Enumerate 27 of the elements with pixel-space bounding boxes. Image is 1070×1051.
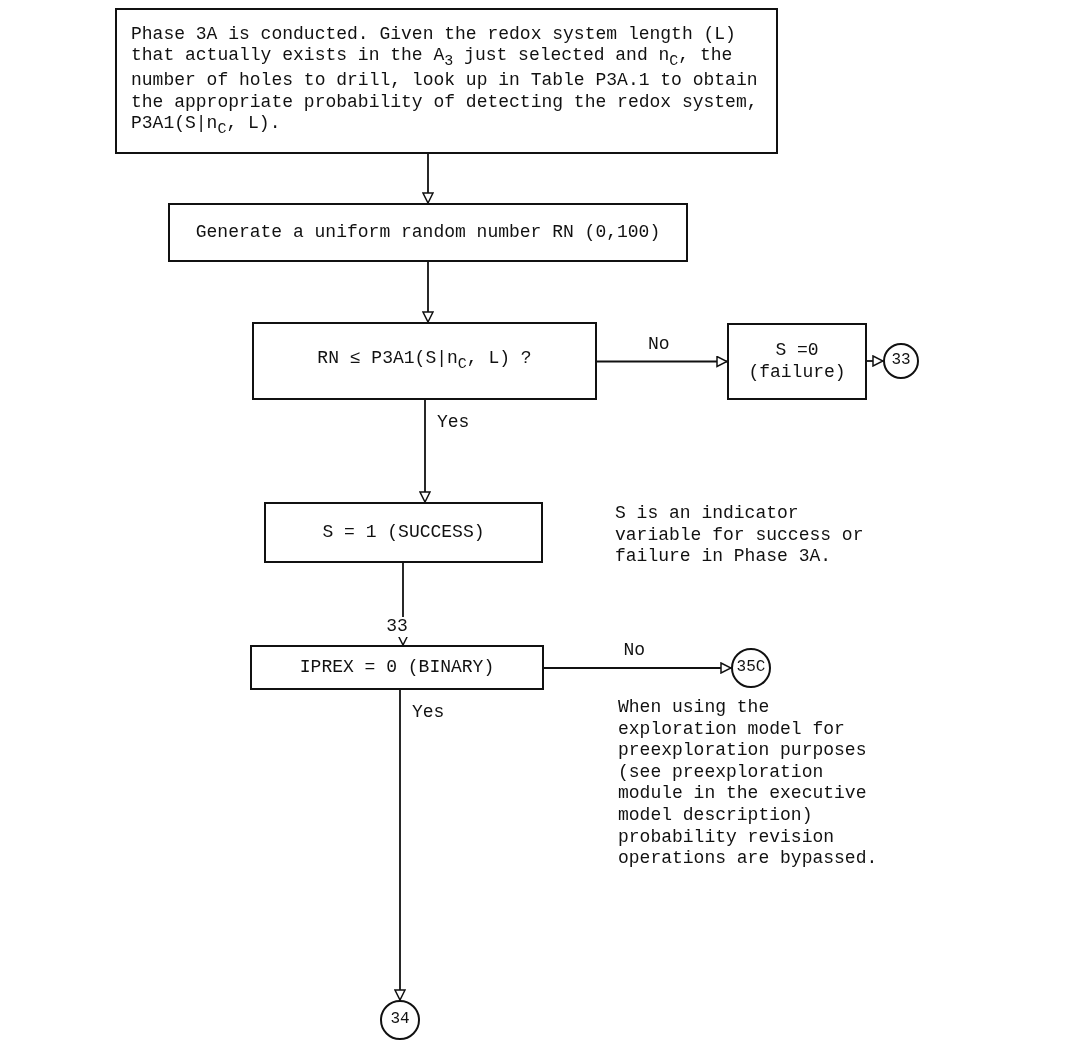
process-box: [168, 203, 688, 262]
arrow: [596, 355, 728, 368]
node-text: 33: [891, 351, 911, 371]
node-text: IPREX = 0 (BINARY): [299, 656, 495, 679]
arrow: [394, 689, 406, 1001]
note-text: When using the exploration model for preexploration purposes (see preexploration module in the executive model description) probability revision operations are bypassed.: [618, 697, 879, 870]
connector-circle: [380, 1000, 420, 1040]
arrow: [419, 399, 431, 503]
node-text: S = 1 (SUCCESS): [322, 521, 485, 544]
connector-circle: [883, 343, 919, 379]
node-text: 35C: [736, 658, 766, 678]
process-box: [264, 502, 543, 563]
node-text: Phase 3A is conducted. Given the redox system length (L) that actually exists in the A$_{3}$ just selected and n$_{C}$, the number of holes to drill, look up in Table P3A.1 to obtain the appropriate probability of detecting the redox system, P3A1(S|n$_{C}$, L).: [131, 24, 759, 138]
process-box: [252, 322, 597, 400]
process-box: [727, 323, 867, 400]
arrow: [543, 662, 732, 674]
connector-circle: [731, 648, 771, 688]
node-text: S =0 (failure): [747, 339, 847, 384]
connector-number: 33: [384, 617, 410, 637]
note-text: S is an indicator variable for success or failure in Phase 3A.: [615, 503, 865, 568]
arrow: [866, 355, 884, 367]
arrow: [422, 261, 434, 323]
node-text: 34: [390, 1010, 410, 1030]
node-text: Generate a uniform random number RN (0,100): [195, 221, 661, 244]
node-text: RN ≤ P3A1(S|n$_{C}$, L) ?: [317, 348, 532, 374]
arrow: [422, 153, 434, 204]
process-box: [115, 8, 778, 154]
